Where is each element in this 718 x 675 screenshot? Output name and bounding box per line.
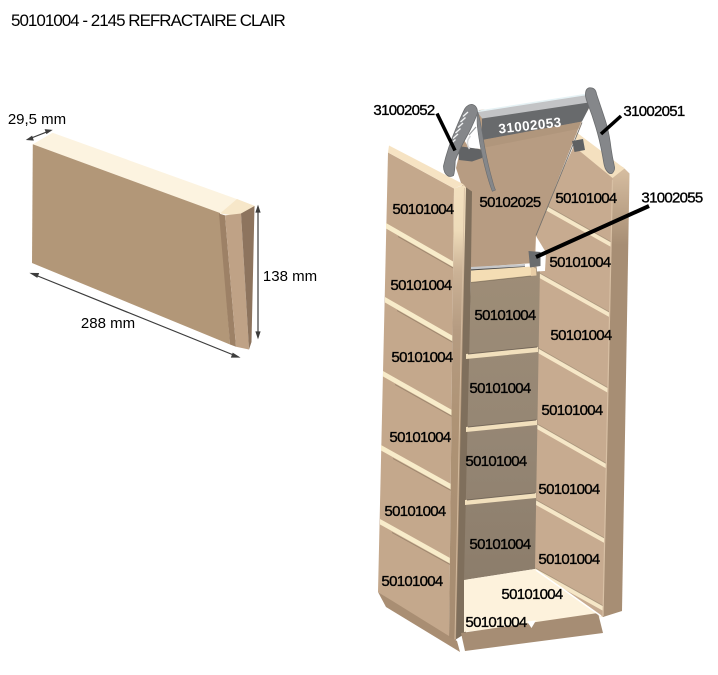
svg-text:50101004: 50101004: [555, 190, 616, 207]
svg-text:50101004: 50101004: [465, 453, 526, 470]
svg-text:50101004: 50101004: [501, 586, 562, 603]
svg-text:50101004: 50101004: [549, 254, 610, 271]
svg-text:50101004: 50101004: [538, 551, 599, 568]
svg-text:50101004: 50101004: [538, 481, 599, 498]
svg-text:50101004: 50101004: [474, 307, 535, 324]
svg-text:31002052: 31002052: [373, 102, 434, 119]
svg-text:50101004 - 2145 REFRACTAIRE CL: 50101004 - 2145 REFRACTAIRE CLAIR: [11, 11, 285, 30]
svg-text:50101004: 50101004: [469, 380, 530, 397]
svg-text:31002053: 31002053: [498, 115, 563, 137]
svg-text:50101004: 50101004: [465, 614, 526, 631]
svg-text:50101004: 50101004: [384, 503, 445, 520]
svg-text:31002055: 31002055: [641, 190, 702, 207]
svg-text:50101004: 50101004: [550, 327, 611, 344]
svg-text:29,5 mm: 29,5 mm: [8, 111, 66, 128]
svg-text:31002051: 31002051: [623, 103, 684, 120]
svg-text:50101004: 50101004: [392, 201, 453, 218]
svg-text:50101004: 50101004: [381, 573, 442, 590]
svg-text:50101004: 50101004: [541, 402, 602, 419]
svg-text:50101004: 50101004: [391, 349, 452, 366]
svg-text:50101004: 50101004: [389, 429, 450, 446]
svg-text:50101004: 50101004: [390, 277, 451, 294]
svg-text:288 mm: 288 mm: [81, 315, 135, 332]
svg-text:138 mm: 138 mm: [263, 268, 317, 285]
svg-text:50101004: 50101004: [469, 536, 530, 553]
svg-text:50102025: 50102025: [479, 194, 540, 211]
